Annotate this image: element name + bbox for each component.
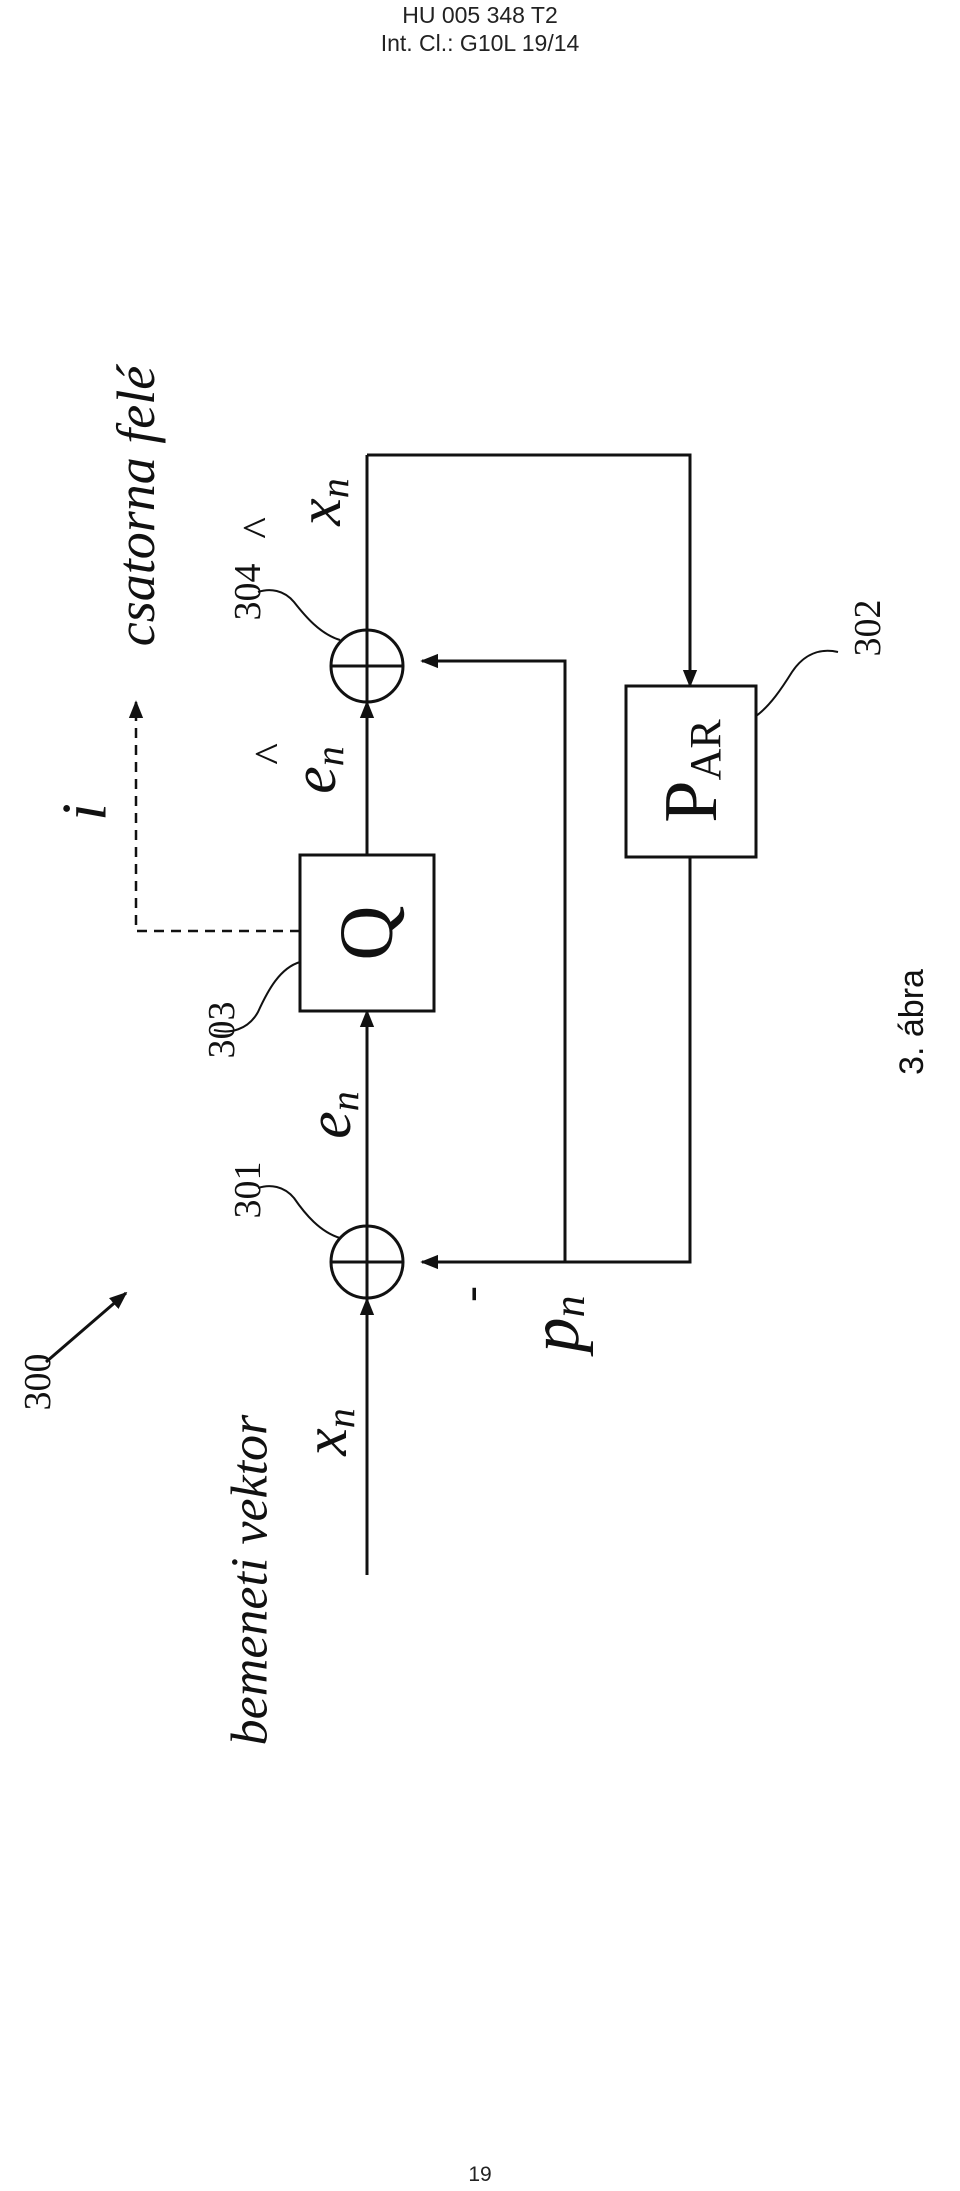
page-number: 19 [468, 2163, 492, 2186]
predictor-block [624, 684, 758, 859]
classification: Int. Cl.: G10L 19/14 [380, 30, 580, 56]
index-dashed-line [128, 700, 300, 933]
input-label: bemeneti vektor [222, 1414, 279, 1745]
index-symbol: i [49, 803, 120, 821]
system-ref-label: 300 [17, 1354, 59, 1411]
input-symbol: xn [292, 1408, 363, 1457]
prediction-symbol: pn [517, 1296, 594, 1358]
adder-node [329, 628, 405, 704]
quantizer-label: Q [325, 906, 409, 961]
leader-304 [257, 589, 341, 641]
subtractor-node [329, 1224, 405, 1300]
hat-symbol-output: ^ [233, 517, 284, 539]
quantizer-block [298, 853, 436, 1013]
leader-303 [213, 961, 301, 1033]
feedback-line [367, 453, 698, 688]
patent-number: HU 005 348 T2 [402, 2, 558, 28]
ref-adder: 304 [227, 564, 269, 621]
system-ref-arrow [45, 1291, 128, 1364]
channel-label: csatorna felé [106, 364, 166, 646]
ref-quantizer: 303 [201, 1002, 243, 1059]
figure-caption: 3. ábra [893, 969, 931, 1075]
reconstructed-symbol: xn [286, 478, 357, 527]
error-symbol: en [296, 1091, 367, 1139]
ref-predictor: 302 [847, 600, 889, 657]
prediction-branch-line [420, 653, 567, 1262]
minus-sign: - [444, 1286, 497, 1302]
predictor-label: PAR [649, 719, 733, 823]
predictor-output-line [420, 857, 692, 1270]
hat-symbol-error: ^ [245, 743, 296, 765]
leader-302 [755, 649, 839, 717]
quantized-error-symbol: en [281, 746, 352, 794]
leader-301 [257, 1185, 341, 1239]
ref-subtractor: 301 [227, 1162, 269, 1219]
